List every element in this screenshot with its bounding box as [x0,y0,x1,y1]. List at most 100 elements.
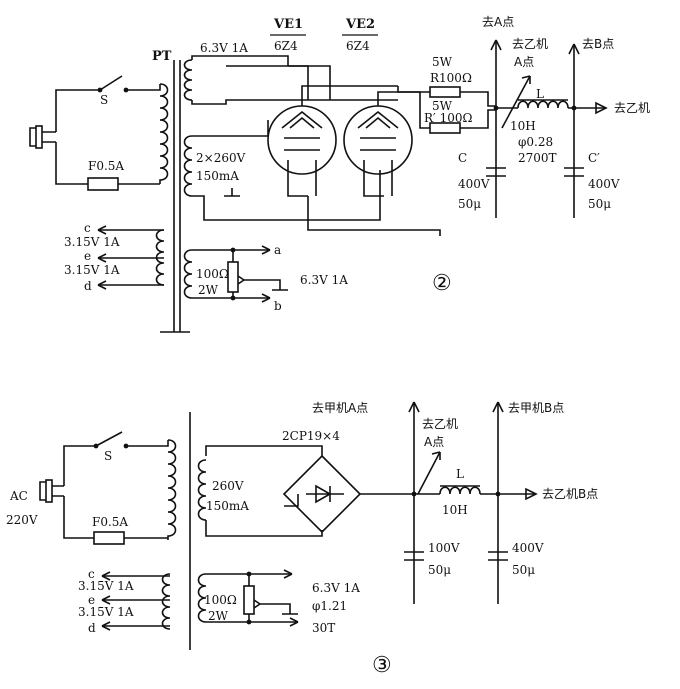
resistor-r-prime [429,109,496,134]
to-yi-a3-label-1: 去乙机 [422,417,458,431]
tap-d: d [84,279,92,293]
capacitor-3b [488,551,508,561]
switch-s3 [93,431,169,449]
heater-label: 6.3V 1A [200,41,248,55]
choke-l [517,100,569,109]
fuse3-label: F0.5A [92,515,128,529]
r1-power: 5W [432,55,453,69]
filament-winding-3 [197,573,207,623]
diagram-3: AC 220V S F0.5A c 3.15V 1A e 3.15V 1A d … [6,401,598,678]
choke-turns-label: 2700T [518,151,557,165]
pot3-w-label: 2W [208,609,229,623]
diagram-number-3: ③ [372,653,392,678]
ac-label: AC [9,489,28,503]
fuse-f [87,177,160,191]
cap2-f: 50μ [512,563,535,577]
heater3-label: 6.3V 1A [312,581,360,595]
to-b-label: 去B点 [582,37,614,51]
choke3-ind: 10H [442,503,468,517]
rail-yi-a [501,75,531,129]
cap2-v: 400V [512,541,544,555]
to-yi-a-label-2: A点 [514,55,534,69]
cap1-v: 100V [428,541,460,555]
tap-c: c [84,221,91,235]
primary-winding [159,83,169,184]
capacitor-c [486,167,506,177]
cap-c2-v: 400V [588,177,620,191]
r2-label: R′ 100Ω [424,111,472,125]
diagram-2: PT VE1 6Z4 VE2 6Z4 6.3V 1A S F0.5A 2×260… [29,15,650,333]
tap-c3: c [88,567,95,581]
pot-100-3 [243,585,255,615]
aux2-label-3: 3.15V 1A [78,605,134,619]
hv-v-label: 260V [212,479,244,493]
hv-i-label: 150mA [206,499,249,513]
cap-c-v: 400V [458,177,490,191]
pot-r-label: 100Ω [196,267,229,281]
pot3-r-label: 100Ω [204,593,237,607]
tap-d3: d [88,621,96,635]
r2-power: 5W [432,99,453,113]
heater-winding [183,59,193,101]
to-jia-a-label: 去甲机A点 [312,401,368,415]
to-a-label: 去A点 [482,15,514,29]
capacitor-c-prime [564,167,584,177]
choke-l3 [439,486,481,495]
transformer-core [160,60,190,333]
cap-c-f: 50μ [458,197,481,211]
tube-ve1 [267,105,337,197]
aux1-label: 3.15V 1A [64,235,120,249]
pot-w-label: 2W [198,283,219,297]
fuse-label: F0.5A [88,159,124,173]
tap-e3: e [88,593,95,607]
cap-c-label: C [458,151,467,165]
choke-ind-label: 10H [510,119,536,133]
hv-winding-label: 2×260V [196,151,246,165]
filament-winding [183,249,193,299]
ac-v-label: 220V [6,513,38,527]
choke3-label: L [456,467,464,481]
mains-plug-icon [39,479,64,503]
aux-winding-3 [161,573,171,630]
bridge-rectifier [282,454,362,534]
fuse-f3 [93,531,168,545]
cap1-f: 50μ [428,563,451,577]
bridge-label: 2CP19×4 [282,429,340,443]
aux1-label-3: 3.15V 1A [78,579,134,593]
turns3-label: 30T [312,621,335,635]
switch3-label: S [104,449,112,463]
tube1-type: 6Z4 [274,39,298,53]
mains-plug-icon [29,125,56,149]
to-yi-label: 去乙机 [614,101,650,115]
wire3-label: φ1.21 [312,599,347,613]
tap-b: b [274,299,282,313]
tube2-type: 6Z4 [346,39,370,53]
diagram-number-2: ② [432,271,452,296]
pot-100 [227,261,239,293]
capacitor-3a [404,551,424,561]
cap-c2-f: 50μ [588,197,611,211]
tube2-name: VE2 [345,17,375,32]
r1-label: R100Ω [430,71,472,85]
primary-winding-3 [167,439,177,540]
transformer-label: PT [152,49,172,64]
tap-a: a [274,243,281,257]
hv-current-label: 150mA [196,169,239,183]
to-yi-b-label: 去乙机B点 [542,487,598,501]
choke-label: L [536,87,544,101]
heater-out-label: 6.3V 1A [300,273,348,287]
aux2-label: 3.15V 1A [64,263,120,277]
switch-s [97,75,161,93]
tube-ve2 [343,105,413,197]
to-yi-a3-label-2: A点 [424,435,444,449]
to-jia-b-label: 去甲机B点 [508,401,564,415]
tap-e: e [84,249,91,263]
resistor-r [397,86,496,107]
choke-wire-label: φ0.28 [518,135,553,149]
cap-c2-label: C′ [588,151,600,165]
switch-label: S [100,93,108,107]
tube1-name: VE1 [273,17,303,32]
rail-yi-a-3 [417,451,441,495]
hv-winding-3 [197,459,207,521]
